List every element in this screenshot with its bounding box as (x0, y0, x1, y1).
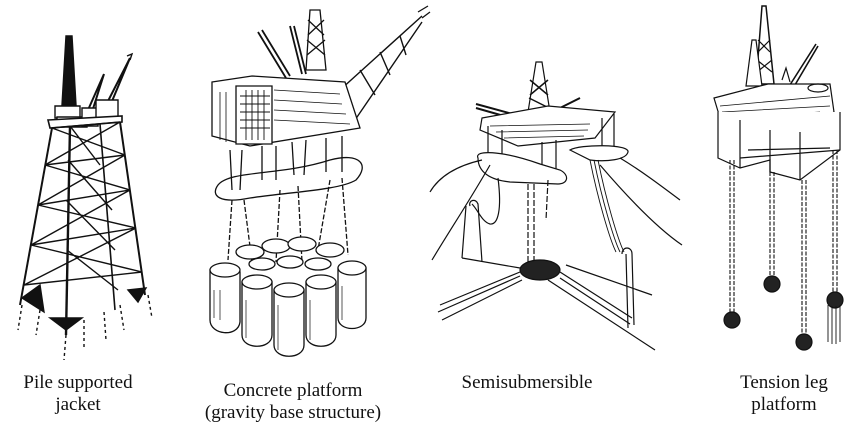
caption-line: Semisubmersible (461, 372, 593, 393)
caption-line: Concrete platform (223, 380, 363, 401)
foundation-template (724, 312, 740, 328)
panel-pile-supported-jacket: Pile supported jacket (0, 0, 200, 415)
caption-pile-supported-jacket: Pile supported jacket (23, 372, 132, 416)
crane (788, 44, 818, 90)
derrick (62, 36, 76, 105)
mooring-line (600, 165, 682, 245)
tension-leg-platform-illustration (690, 0, 850, 360)
crane (258, 30, 290, 78)
concrete-shaft (230, 136, 342, 190)
panel-semisubmersible: Semisubmersible (420, 0, 685, 393)
caption-semisubmersible: Semisubmersible (462, 372, 593, 394)
flare-boom (106, 58, 130, 106)
column (488, 114, 614, 170)
crane (88, 74, 104, 112)
panel-tension-leg-platform: Tension leg platform (690, 0, 850, 415)
caption-line: (gravity base structure) (204, 402, 382, 423)
mooring-line (430, 160, 482, 192)
caption-line: Tension leg (740, 372, 828, 393)
tendon (730, 160, 734, 320)
tendon (833, 150, 837, 298)
mooring-line (620, 158, 680, 200)
caption-line: Pile supported (23, 372, 133, 393)
deck (48, 116, 122, 128)
jacket-leg (100, 124, 115, 310)
caption-line: platform (751, 394, 817, 415)
caption-tension-leg-platform: Tension leg platform (740, 372, 828, 416)
foundation-template (796, 334, 812, 350)
mooring-line (432, 165, 490, 260)
jacket-leg (20, 128, 52, 305)
caption-concrete-platform: Concrete platform (gravity base structur… (205, 380, 381, 424)
foundation-template (827, 292, 843, 308)
concrete-platform-illustration (190, 0, 430, 360)
tendon (770, 172, 774, 282)
semisubmersible-illustration (420, 0, 685, 360)
crane (290, 26, 306, 74)
jacket-leg (66, 126, 70, 335)
caption-line: jacket (55, 394, 101, 415)
jacket-leg (120, 122, 145, 295)
flowline (462, 258, 632, 324)
waterline (215, 158, 362, 200)
subsea-template (520, 260, 560, 280)
flexible-riser (590, 160, 624, 252)
flexible-riser (472, 178, 500, 224)
living-quarters (236, 86, 272, 144)
foundation-template (764, 276, 780, 292)
panel-concrete-platform: Concrete platform (gravity base structur… (190, 0, 430, 423)
derrick (306, 10, 326, 70)
riser (528, 180, 548, 270)
pontoon (570, 146, 628, 161)
hull (718, 112, 840, 180)
tendon (802, 180, 806, 340)
jacket-platform-illustration (0, 0, 200, 360)
pontoon (478, 153, 567, 184)
